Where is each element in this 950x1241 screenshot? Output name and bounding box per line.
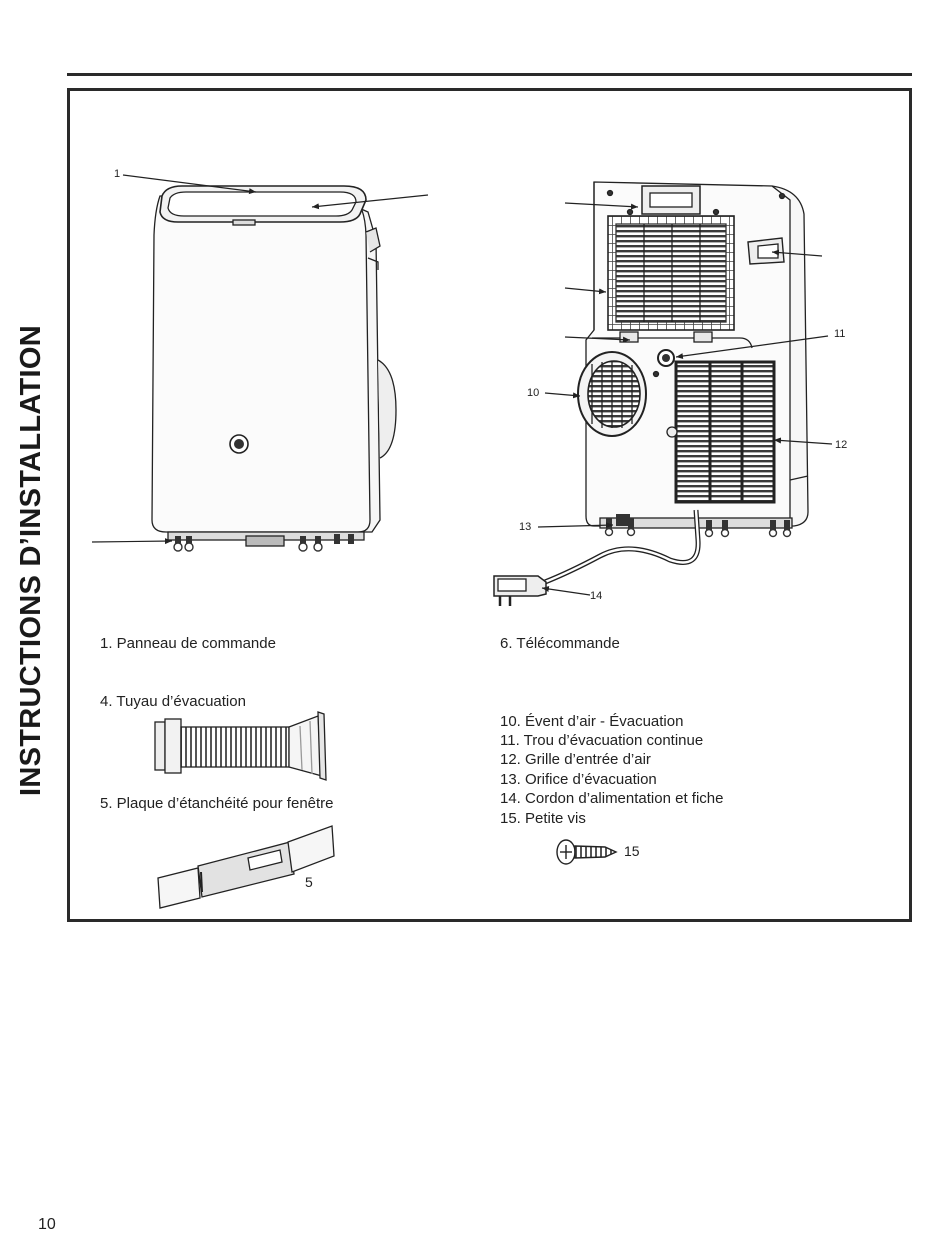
part-15-label: 15. Petite vis bbox=[500, 810, 586, 827]
exhaust-hose-drawing bbox=[154, 711, 327, 781]
part-10-label: 10. Évent d’air - Évacuation bbox=[500, 713, 684, 730]
window-panel-drawing bbox=[157, 825, 335, 909]
back-view-unit bbox=[493, 181, 809, 606]
callout-12: 12 bbox=[835, 439, 848, 451]
callout-13: 13 bbox=[519, 521, 532, 533]
part-4-label: 4. Tuyau d’évacuation bbox=[100, 693, 246, 710]
callout-14: 14 bbox=[590, 590, 603, 602]
part-13-label: 13. Orifice d’évacuation bbox=[500, 771, 657, 788]
part-12-label: 12. Grille d’entrée d’air bbox=[500, 751, 651, 768]
screw-drawing bbox=[556, 839, 618, 865]
part-1-label: 1. Panneau de commande bbox=[100, 635, 276, 652]
front-view-unit bbox=[151, 185, 397, 552]
callout-11: 11 bbox=[834, 328, 846, 340]
back-callout-lines bbox=[537, 202, 833, 596]
callout-1: 1 bbox=[114, 168, 121, 180]
part-5-label: 5. Plaque d’étanchéité pour fenêtre bbox=[100, 795, 334, 812]
header-rule bbox=[67, 73, 912, 76]
front-callout-lines bbox=[91, 174, 429, 545]
callout-15: 15 bbox=[624, 843, 640, 859]
callout-10: 10 bbox=[527, 387, 540, 399]
callout-5: 5 bbox=[305, 874, 313, 890]
parts-frame bbox=[67, 88, 912, 922]
page-number: 10 bbox=[38, 1216, 56, 1233]
part-6-label: 6. Télécommande bbox=[500, 635, 620, 652]
part-11-label: 11. Trou d’évacuation continue bbox=[500, 732, 704, 749]
part-14-label: 14. Cordon d’alimentation et fiche bbox=[500, 790, 724, 807]
